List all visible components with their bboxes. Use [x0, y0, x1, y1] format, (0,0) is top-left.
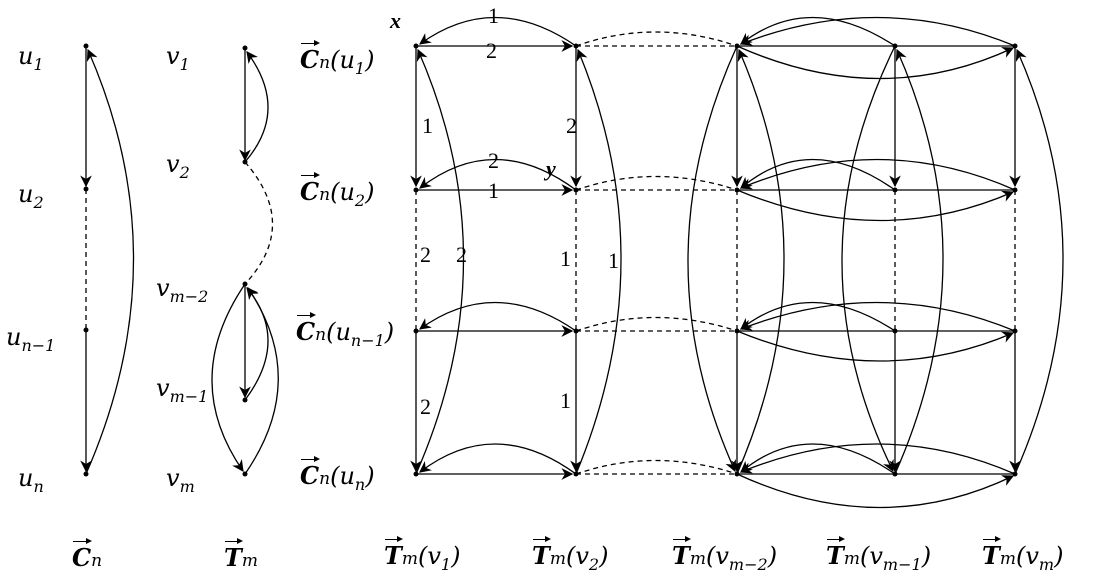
bottom-label-col3: Tm(vm−2): [672, 536, 778, 574]
edge-number: 2: [420, 242, 431, 267]
label-vm: vm: [166, 464, 195, 496]
edge-number: 1: [560, 388, 571, 413]
bottom-label-tm: Tm: [224, 538, 258, 572]
point-x-label: x: [390, 8, 401, 33]
label-v1: v1: [166, 42, 190, 74]
edge-number: 2: [420, 394, 431, 419]
label-u2: u2: [18, 180, 44, 212]
edge-number: 1: [488, 178, 499, 203]
tm-edge-vm1-vm2: [244, 287, 269, 401]
bottom-label-col1: Tm(v1): [384, 536, 461, 574]
tm-edge-vm-vm2: [244, 287, 279, 475]
row-label-1: Cn(u1): [300, 40, 375, 78]
tm-edge-v2-vm2: [244, 161, 273, 285]
label-u1: u1: [18, 42, 44, 74]
edge-number: 2: [486, 38, 497, 63]
edge-number: 1: [560, 246, 571, 271]
edge-number: 1: [422, 113, 433, 138]
label-vm2: vm−2: [156, 274, 209, 306]
bottom-label-col5: Tm(vm): [982, 536, 1064, 574]
bottom-label-col4: Tm(vm−1): [826, 536, 932, 574]
row-label-2: Cn(u2): [300, 172, 375, 210]
edge-number: 1: [488, 3, 499, 28]
tm-edge-vm2-vm: [211, 283, 246, 472]
label-vm1: vm−1: [156, 374, 209, 406]
row-label-3: Cn(un−1): [296, 312, 395, 350]
bottom-label-col2: Tm(v2): [532, 536, 609, 574]
edge-number: 2: [488, 148, 499, 173]
tm-edge-v2-v1: [244, 51, 269, 163]
point-y-label: y: [546, 156, 556, 181]
label-un: un: [18, 464, 44, 496]
cn-edge-un-u1: [85, 48, 135, 475]
label-un1: un−1: [6, 323, 56, 355]
edge-number: 1: [608, 248, 619, 273]
label-v2: v2: [166, 150, 190, 182]
edge-number: 2: [456, 242, 467, 267]
bottom-label-cn: Cn: [72, 538, 103, 572]
row-label-4: Cn(un): [300, 456, 375, 494]
edge-number: 2: [566, 113, 577, 138]
